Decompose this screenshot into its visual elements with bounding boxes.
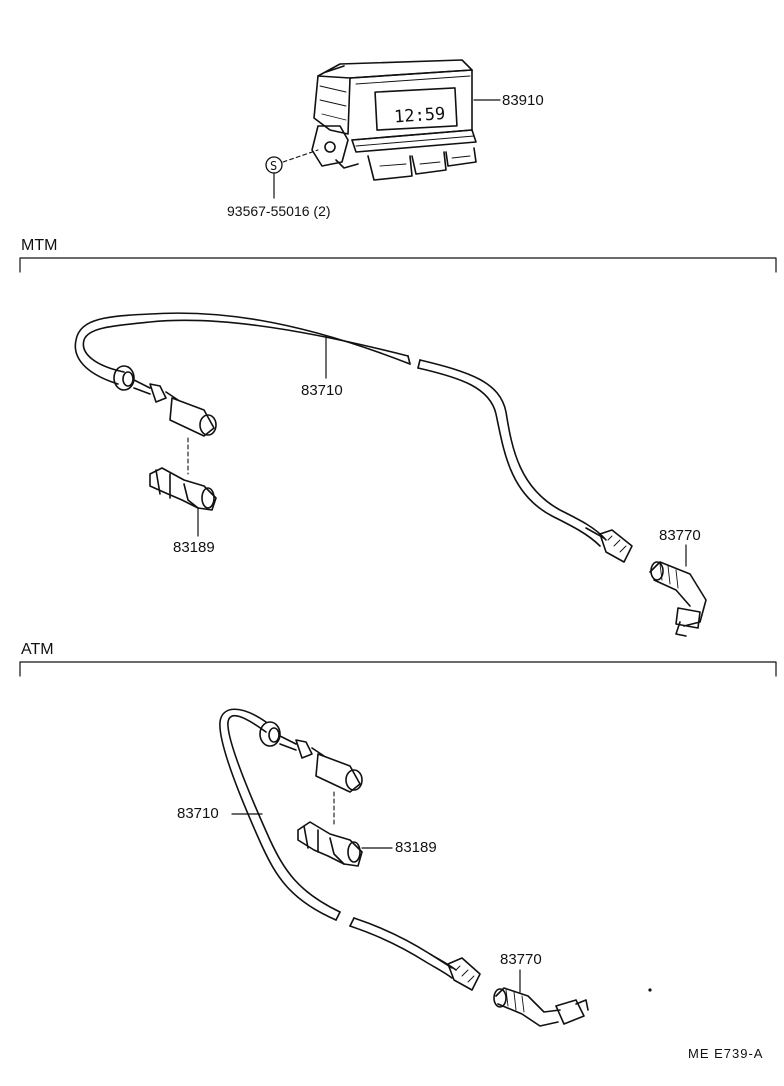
clock-part-number: 83910 <box>502 92 544 109</box>
screw-symbol: S <box>270 159 277 173</box>
mtm-driven-gear <box>649 544 707 637</box>
reference-code: ME E739-A <box>688 1046 764 1061</box>
atm-clamp-part-number: 83189 <box>395 839 437 856</box>
mtm-driven-gear-part-number: 83770 <box>659 527 701 544</box>
mtm-clamp-part-number: 83189 <box>173 539 215 556</box>
screw-part-number: 93567-55016 (2) <box>227 203 331 219</box>
atm-cable-part-number: 83710 <box>177 805 219 822</box>
atm-speedometer-cable <box>219 708 481 991</box>
mtm-cable-part-number: 83710 <box>301 382 343 399</box>
atm-section-frame <box>19 661 777 677</box>
atm-section-label: ATM <box>21 641 54 658</box>
atm-driven-gear-part-number: 83770 <box>500 951 542 968</box>
screw-callout: S <box>265 149 319 199</box>
mtm-section-label: MTM <box>21 237 58 254</box>
clock-assembly: 12:59 <box>311 59 501 181</box>
atm-cable-clamp <box>297 821 393 867</box>
mtm-speedometer-cable <box>74 312 633 563</box>
clock-display-text: 12:59 <box>393 104 445 128</box>
atm-driven-gear <box>493 969 652 1027</box>
mtm-section-frame <box>19 257 777 273</box>
mtm-cable-clamp <box>149 467 217 537</box>
